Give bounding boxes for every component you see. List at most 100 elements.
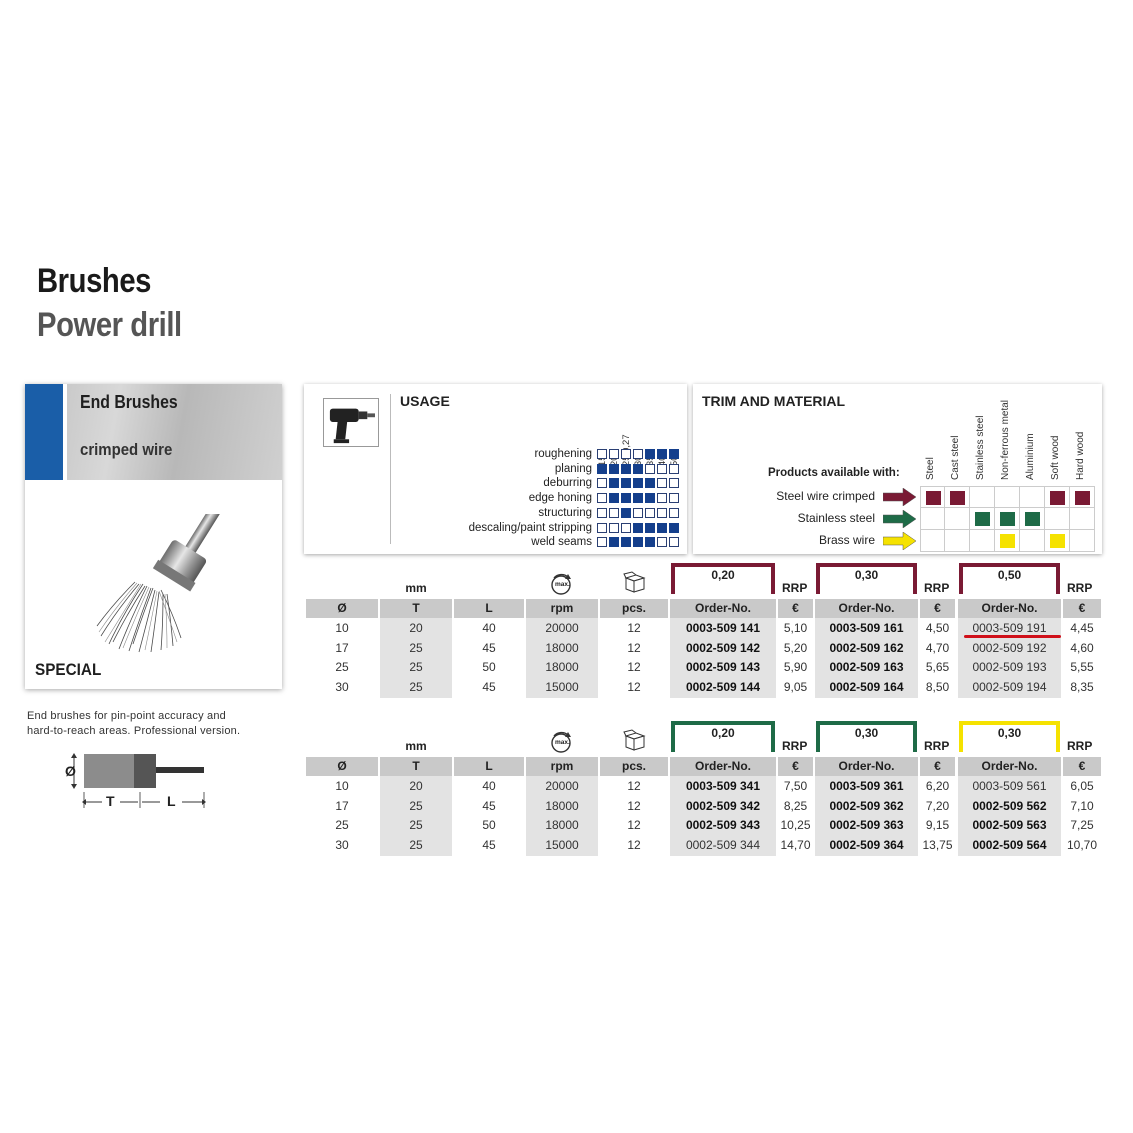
usage-label: descaling/paint stripping (468, 521, 592, 534)
usage-row: weld seams (394, 536, 684, 550)
table-cell: 6,05 (1070, 779, 1094, 793)
table-cell: 4,70 (925, 640, 950, 655)
product-name: End Brushes (80, 392, 178, 412)
trim-row-label: Steel wire crimped (776, 489, 875, 503)
order-number: 0002-509 363 (829, 818, 904, 833)
grey-column (670, 776, 776, 856)
column-header: € (1063, 757, 1101, 776)
rrp-label: RRP (1067, 581, 1093, 595)
material-cell (970, 530, 995, 552)
highlight-underline (964, 635, 1061, 638)
table-cell: 12 (627, 798, 641, 813)
table-cell: 7,10 (1070, 798, 1094, 813)
order-number: 0002-509 143 (685, 660, 761, 675)
usage-label: deburring (543, 477, 592, 490)
usage-cell (621, 507, 631, 518)
order-number: 0003-509 191 (972, 621, 1047, 635)
material-cell (1020, 508, 1045, 530)
table-cell: 18000 (545, 660, 579, 675)
table-cell: 20000 (545, 621, 579, 635)
material-cell (945, 508, 970, 530)
material-cell (1020, 530, 1045, 552)
order-number: 0002-509 343 (685, 818, 761, 833)
material-name: Non-ferrous metal (1000, 399, 1011, 480)
table-cell: 12 (627, 621, 641, 635)
material-header: Cast steel (945, 398, 970, 480)
rrp-label: RRP (782, 581, 808, 595)
column-header: € (778, 599, 813, 618)
material-cell (945, 486, 970, 508)
rrp-label: RRP (1067, 739, 1093, 753)
table-cell: 25 (409, 660, 423, 675)
table-cell: 17 (335, 798, 349, 813)
order-number: 0002-509 344 (685, 838, 761, 853)
max-rpm-text: max. (555, 581, 570, 588)
usage-cell (621, 537, 631, 548)
table-cell: 25 (409, 818, 423, 833)
material-cell (995, 530, 1020, 552)
table-cell: 18000 (545, 640, 579, 655)
order-number: 0002-509 193 (972, 660, 1047, 675)
grey-column (815, 776, 918, 856)
brass-wire-arrow-icon (882, 531, 917, 551)
order-number: 0002-509 163 (829, 660, 904, 675)
material-mark (975, 512, 990, 526)
usage-cell (609, 478, 619, 489)
table-cell: 5,65 (925, 660, 950, 675)
table-cell: 18000 (545, 818, 579, 833)
usage-row: planing (394, 463, 684, 477)
column-header: Order-No. (815, 757, 918, 776)
grey-column (380, 776, 452, 856)
grit-box: 0,30 (816, 563, 917, 594)
material-cell (995, 508, 1020, 530)
table-cell: 4,45 (1070, 621, 1094, 635)
column-header: € (1063, 599, 1101, 618)
usage-cell (657, 449, 667, 459)
usage-cell (669, 493, 679, 504)
material-cell (1045, 508, 1070, 530)
grey-column (526, 776, 598, 856)
usage-cell (633, 478, 643, 489)
diameter-symbol: Ø (65, 763, 76, 779)
column-header: T (380, 757, 452, 776)
table-cell: 12 (627, 818, 641, 833)
power-drill-icon (323, 398, 379, 447)
rrp-label: RRP (924, 739, 950, 753)
order-number: 0002-509 164 (829, 680, 904, 695)
table-cell: 4,60 (1070, 640, 1094, 655)
order-number: 0002-509 194 (972, 680, 1047, 695)
column-header: rpm (526, 757, 598, 776)
usage-cell (621, 463, 631, 474)
usage-cell (657, 537, 667, 548)
table-cell: 8,25 (783, 798, 808, 813)
table-cell: 45 (482, 838, 496, 853)
order-number: 0003-509 561 (972, 779, 1047, 793)
material-cell (970, 486, 995, 508)
trim-title: TRIM AND MATERIAL (702, 393, 846, 409)
usage-cell (597, 449, 607, 459)
usage-cell (645, 507, 655, 518)
usage-cell (609, 493, 619, 504)
material-cell (920, 530, 945, 552)
table-cell: 25 (335, 818, 349, 833)
table-cell: 7,50 (783, 779, 808, 793)
table-cell: 45 (482, 680, 496, 695)
usage-cell (669, 478, 679, 489)
column-header: € (778, 757, 813, 776)
material-mark (1075, 491, 1090, 505)
order-number: 0002-509 563 (972, 818, 1047, 833)
usage-cell (609, 522, 619, 533)
usage-panel: USAGE 0,150,200,25/0,270,300,350,400,50 … (304, 384, 687, 554)
length-t-label: T (106, 793, 115, 809)
usage-label: weld seams (531, 536, 592, 549)
grey-column (815, 618, 918, 698)
usage-title: USAGE (400, 393, 450, 409)
order-number: 0002-509 362 (829, 798, 904, 813)
usage-cell (597, 537, 607, 548)
grit-box: 0,20 (671, 563, 775, 594)
column-header: pcs. (600, 757, 668, 776)
usage-cell (669, 463, 679, 474)
usage-row: deburring (394, 477, 684, 491)
mm-label: mm (405, 581, 427, 595)
usage-cell (597, 522, 607, 533)
